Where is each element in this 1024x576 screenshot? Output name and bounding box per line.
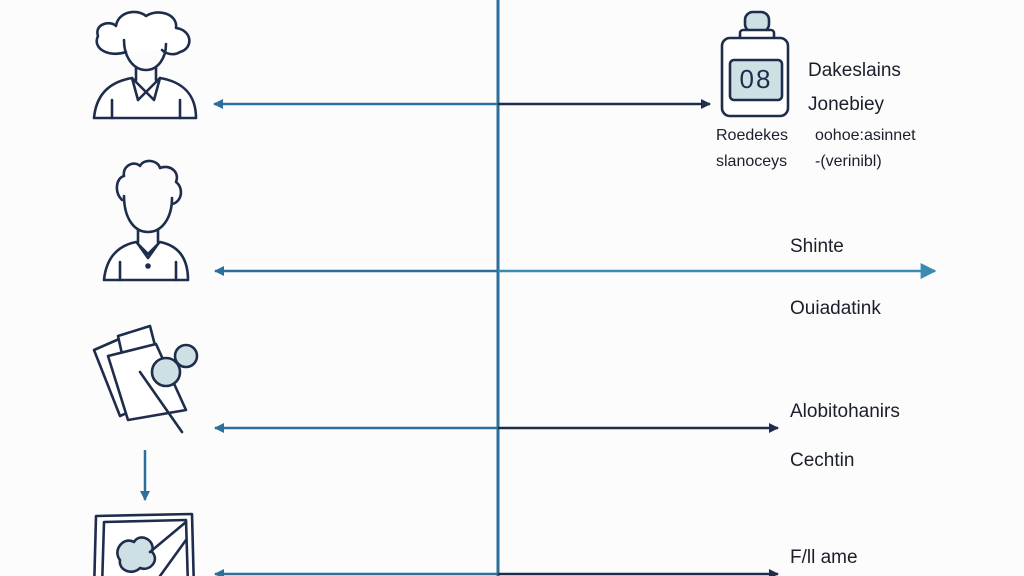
device-display: 08 <box>740 64 773 94</box>
bottle-display-icon <box>720 10 790 118</box>
row1-note-left-1: Roedekes <box>716 127 789 144</box>
row4-title: F/ll ame <box>790 547 858 568</box>
image-frame-icon <box>93 512 195 576</box>
row1-note-right-2: -(verinibl) <box>815 153 882 170</box>
row1-title: Dakeslains <box>808 60 901 81</box>
person-cloud-icon <box>92 10 198 120</box>
row2-subtitle: Ouiadatink <box>790 298 881 319</box>
row1-subtitle: Jonebiey <box>808 94 885 115</box>
documents-magnifier-icon <box>92 324 199 434</box>
person-curly-hair-icon <box>102 159 190 282</box>
row2-title: Shinte <box>790 236 844 257</box>
row1-note-left-2: slanoceys <box>716 153 788 170</box>
row1-note-right-1: oohoe:asinnet <box>815 127 916 144</box>
row3-subtitle: Cechtin <box>790 450 855 471</box>
row3-title: Alobitohanirs <box>790 401 900 422</box>
